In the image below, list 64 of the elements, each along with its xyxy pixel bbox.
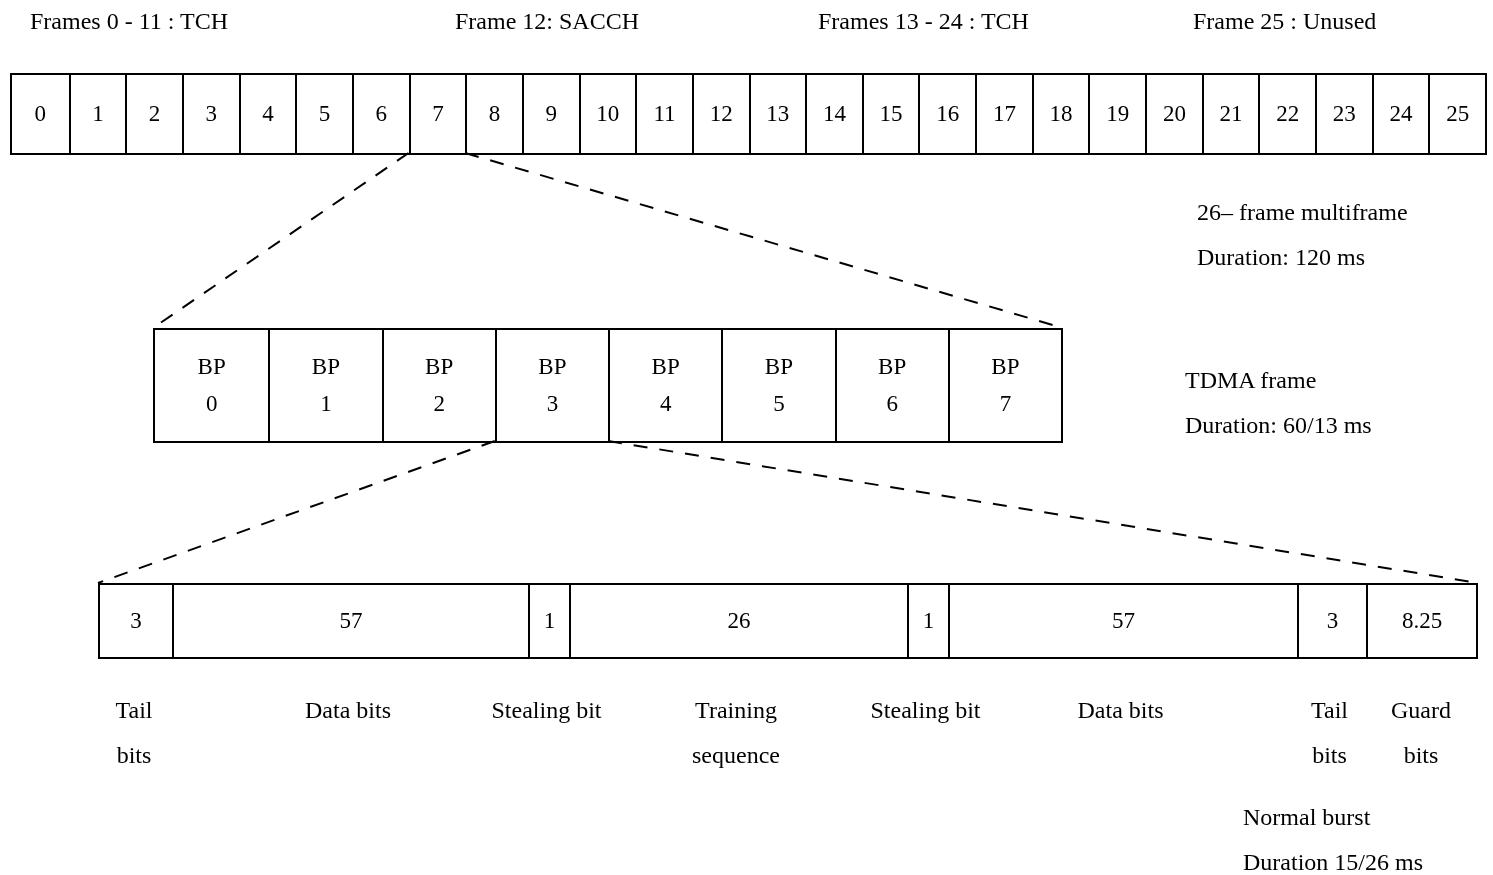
frame-cell: 9 — [521, 75, 579, 153]
frame-cell: 1 — [68, 75, 126, 153]
frame-cell: 7 — [408, 75, 466, 153]
bit-field-cell: 1 — [907, 585, 948, 657]
burst-period-cell: BP 0 — [155, 330, 269, 441]
frame-cell: 10 — [578, 75, 636, 153]
frame-cell: 4 — [238, 75, 296, 153]
burst-period-cell: BP 5 — [721, 330, 835, 441]
field-caption: Tail bits — [1310, 696, 1349, 770]
frame-type-caption: TDMA frame — [1185, 366, 1317, 395]
bit-field-cell: 1 — [528, 585, 569, 657]
frame-cell: 2 — [125, 75, 182, 153]
channel-heading: Frame 25 : Unused — [1193, 8, 1377, 35]
burst-period-cell: BP 1 — [268, 330, 382, 441]
burst-period-cell: BP 7 — [947, 330, 1061, 441]
frame-cell: 16 — [918, 75, 976, 153]
field-caption: Tail bits — [114, 696, 154, 770]
channel-heading: Frames 0 - 11 : TCH — [30, 8, 228, 35]
frame-type-caption: Normal burst — [1243, 803, 1371, 832]
frame-cell: 18 — [1031, 75, 1089, 153]
frame-cell: 19 — [1088, 75, 1146, 153]
field-caption: Data bits — [304, 696, 392, 725]
frame-cell: 0 — [12, 75, 69, 153]
duration-caption: Duration 15/26 ms — [1243, 848, 1423, 875]
frame-cell: 5 — [295, 75, 352, 153]
tdma-frame-bar — [153, 328, 1063, 443]
channel-heading: Frame 12: SACCH — [455, 8, 639, 35]
frame-cell: 14 — [805, 75, 862, 153]
frame-cell: 11 — [635, 75, 692, 153]
multiframe-bar — [10, 73, 1487, 155]
frame-type-caption: 26– frame multiframe — [1197, 198, 1408, 227]
bit-field-cell: 3 — [100, 585, 172, 657]
frame-cell: 15 — [861, 75, 919, 153]
frame-cell: 21 — [1201, 75, 1259, 153]
frame-cell: 24 — [1371, 75, 1429, 153]
burst-period-cell: BP 6 — [834, 330, 948, 441]
duration-caption: Duration: 60/13 ms — [1185, 411, 1372, 440]
channel-heading: Frames 13 - 24 : TCH — [818, 8, 1029, 35]
frame-cell: 8 — [465, 75, 522, 153]
zoom-line — [97, 440, 496, 584]
frame-cell: 6 — [351, 75, 409, 153]
frame-cell: 3 — [181, 75, 239, 153]
frame-cell: 23 — [1315, 75, 1372, 153]
field-caption: Stealing bit — [490, 696, 603, 725]
burst-bar — [98, 583, 1478, 659]
frame-cell: 20 — [1145, 75, 1202, 153]
field-caption: Training sequence — [691, 696, 781, 770]
frame-cell: 12 — [691, 75, 749, 153]
frame-cell: 22 — [1258, 75, 1315, 153]
frame-cell: 13 — [748, 75, 806, 153]
bit-field-cell: 57 — [948, 585, 1297, 657]
bit-field-cell: 8.25 — [1366, 585, 1476, 657]
bit-field-cell: 57 — [172, 585, 528, 657]
burst-period-cell: BP 3 — [494, 330, 608, 441]
field-caption: Data bits — [1076, 696, 1165, 725]
burst-period-cell: BP 2 — [381, 330, 495, 441]
burst-period-cell: BP 4 — [608, 330, 722, 441]
bit-field-cell: 3 — [1297, 585, 1366, 657]
duration-caption: Duration: 120 ms — [1197, 243, 1365, 272]
bit-field-cell: 26 — [569, 585, 907, 657]
frame-cell: 25 — [1428, 75, 1485, 153]
field-caption: Guard bits — [1390, 696, 1452, 770]
field-caption: Stealing bit — [869, 696, 982, 725]
frame-cell: 17 — [975, 75, 1032, 153]
